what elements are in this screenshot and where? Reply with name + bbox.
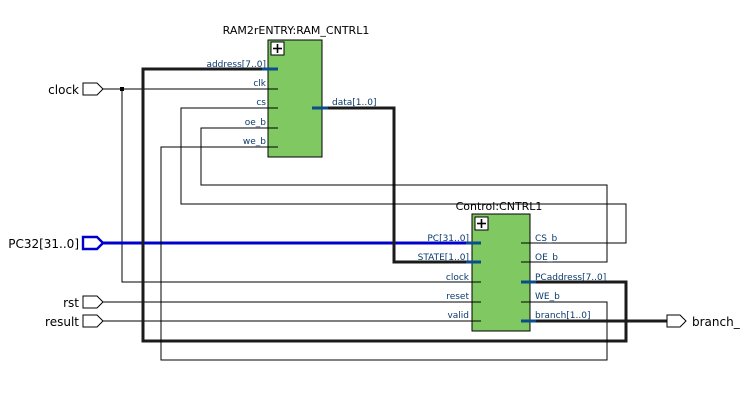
wire-oeb-to-oeb: [200, 127, 608, 263]
ram-expand-plus-icon[interactable]: [270, 41, 285, 56]
input-port-result-label: result: [45, 315, 79, 329]
wire-pcaddress-to-address-bus: [141, 67, 628, 343]
output-port-branch[interactable]: branch_: [666, 314, 741, 329]
output-port-branch-label: branch_: [692, 315, 741, 329]
control-pin-state[interactable]: STATE[1..0]: [418, 253, 469, 263]
input-port-pc32[interactable]: PC32[31..0]: [8, 235, 105, 251]
ram-pin-cs[interactable]: cs: [256, 98, 266, 108]
ram-block-body[interactable]: [267, 39, 323, 158]
control-pin-pc[interactable]: PC[31..0]: [427, 234, 469, 244]
input-port-arrow-icon: [82, 82, 104, 96]
control-block-body[interactable]: [471, 213, 531, 332]
control-block[interactable]: Control:CNTRL1 PC[31..0] STATE[1..0] clo…: [418, 200, 607, 332]
control-pin-branch[interactable]: branch[1..0]: [535, 311, 590, 321]
output-port-arrow-icon: [666, 314, 687, 328]
ram-pin-address[interactable]: address[7..0]: [206, 60, 266, 70]
input-port-result[interactable]: result: [45, 314, 104, 329]
ram-block-title: RAM2rENTRY:RAM_CNTRL1: [223, 24, 370, 37]
input-port-pc32-label: PC32[31..0]: [8, 237, 79, 251]
ram-block[interactable]: RAM2rENTRY:RAM_CNTRL1 address[7..0] clk …: [206, 24, 376, 158]
input-port-rst[interactable]: rst: [63, 295, 104, 310]
input-port-clock[interactable]: clock: [48, 82, 104, 97]
control-block-title: Control:CNTRL1: [456, 200, 543, 213]
ram-pin-we-b[interactable]: we_b: [243, 137, 266, 147]
control-pin-oe-b[interactable]: OE_b: [535, 253, 558, 263]
input-port-clock-label: clock: [48, 83, 79, 97]
wire-clock-to-control-clock: [121, 88, 482, 283]
junction-dot: [120, 87, 124, 91]
ram-pin-data[interactable]: data[1..0]: [332, 98, 376, 108]
control-pin-clock[interactable]: clock: [446, 273, 470, 283]
wire-csb-to-cs: [180, 107, 627, 244]
control-pin-reset[interactable]: reset: [446, 292, 469, 302]
wire-web-to-web: [160, 146, 608, 361]
input-port-rst-label: rst: [63, 296, 79, 310]
control-expand-plus-icon[interactable]: [474, 216, 489, 231]
control-pin-we-b[interactable]: WE_b: [535, 292, 560, 302]
control-pin-pcaddress[interactable]: PCaddress[7..0]: [535, 273, 606, 283]
input-port-arrow-icon: [82, 295, 104, 309]
control-pin-valid[interactable]: valid: [447, 311, 469, 321]
control-pin-cs-b[interactable]: CS_b: [535, 234, 557, 244]
input-port-arrow-icon: [82, 314, 104, 328]
ram-pin-clk[interactable]: clk: [253, 79, 266, 89]
input-port-arrow-icon: [81, 235, 105, 251]
ram-pin-oe-b[interactable]: oe_b: [245, 118, 267, 128]
